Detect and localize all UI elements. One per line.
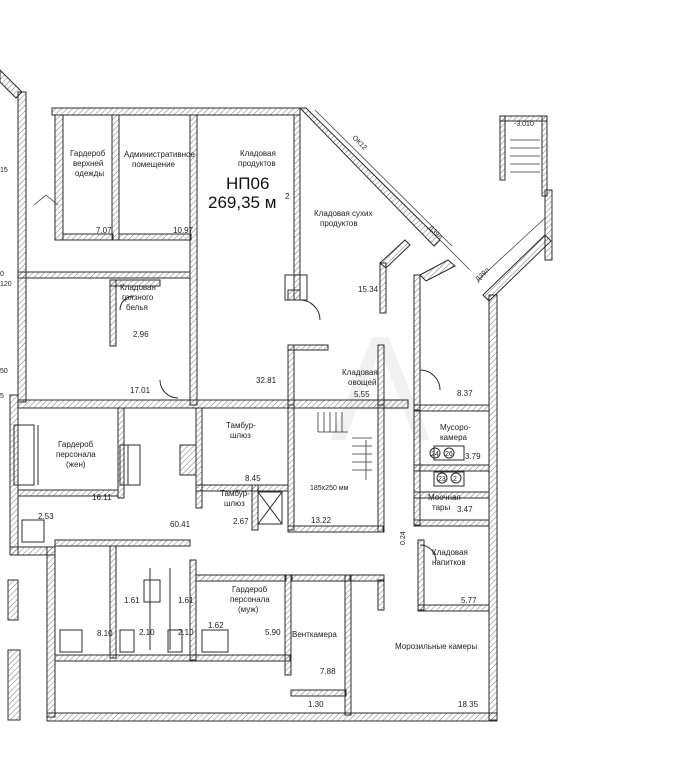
area-veg: 5.55 (354, 390, 370, 399)
label-men-3: (муж) (238, 605, 259, 614)
fixture-4: 2 (453, 476, 457, 483)
label-wash-1: Моечная (428, 493, 461, 502)
label-trash-1: Мусоро- (440, 423, 471, 432)
area-vest1: 8.45 (245, 474, 261, 483)
area-main-storage: 32.81 (256, 376, 277, 385)
axis-d39l-2: Д39л (474, 267, 491, 284)
label-veg-1: Кладовая (342, 368, 378, 377)
label-products-2: продуктов (238, 159, 276, 168)
edge-2: 0 (0, 271, 4, 278)
outer-walls (0, 69, 553, 722)
area-wc2: 1.61 (178, 596, 194, 605)
area-dirty: 2.96 (133, 330, 149, 339)
interior-walls (17, 114, 490, 716)
area-wc4: 2.10 (178, 628, 194, 637)
label-freezers: Морозильные камеры (395, 642, 477, 651)
area-corridor-right: 8.37 (457, 389, 473, 398)
edge-5: 5 (0, 393, 4, 400)
label-wardrobe-outer-3: одежды (75, 169, 104, 178)
room-labels: Гардероб верхней одежды 7.07 Администрат… (38, 149, 481, 709)
area-hall-center: 60.41 (170, 520, 191, 529)
label-admin-2: помещение (132, 160, 176, 169)
area-wc5: 1.62 (208, 621, 224, 630)
fixture-2: 26 (445, 451, 453, 458)
label-stair-note: 185х250 мм (310, 485, 349, 492)
label-vest2-2: шлюз (224, 499, 245, 508)
label-wash-2: тары (432, 503, 450, 512)
edge-fragments: 15 0 120 50 5 0.24 (0, 167, 407, 545)
area-men: 5.90 (265, 628, 281, 637)
label-dry-2: продуктов (320, 219, 358, 228)
area-shower-left: 8.10 (97, 629, 113, 638)
area-dry: 15.34 (358, 285, 379, 294)
label-women-1: Гардероб (58, 440, 94, 449)
unit-area-sup: 2 (285, 192, 290, 201)
label-products-1: Кладовая (240, 149, 276, 158)
dimension-lines (314, 109, 546, 281)
label-women-3: (жен) (66, 460, 86, 469)
area-left-hall: 17.01 (130, 386, 151, 395)
area-wash: 3.47 (457, 505, 473, 514)
area-vent: 7.88 (320, 667, 336, 676)
label-vest2-1: Тамбур- (220, 489, 250, 498)
area-trash: 3.79 (465, 452, 481, 461)
area-tiny: 1.30 (308, 700, 324, 709)
label-wardrobe-outer-2: верхней (73, 159, 103, 168)
label-vent: Венткамера (292, 630, 337, 639)
label-men-1: Гардероб (232, 585, 268, 594)
partitions (13, 274, 465, 653)
edge-1: 15 (0, 167, 8, 174)
edge-4: 50 (0, 368, 8, 375)
area-admin: 10.97 (173, 226, 194, 235)
label-men-2: персонала (230, 595, 270, 604)
area-women: 16.11 (92, 493, 112, 502)
label-veg-2: овощей (348, 378, 376, 387)
label-trash-2: камера (440, 433, 468, 442)
slope-mark: 0.24 (400, 531, 407, 545)
unit-area: 269,35 м (208, 193, 276, 212)
level-mark: -3.010 (514, 121, 534, 128)
area-vest2: 2.67 (233, 517, 249, 526)
label-wardrobe-outer-1: Гардероб (70, 149, 106, 158)
label-dirty-1: Кладовая (120, 283, 156, 292)
area-wc1: 1.61 (124, 596, 140, 605)
label-admin-1: Административное (124, 150, 195, 159)
unit-code: НП06 (226, 174, 269, 193)
label-drinks-2: напитков (432, 558, 466, 567)
fixture-1: 24 (431, 451, 439, 458)
label-dirty-3: белья (126, 303, 148, 312)
area-freezers: 18.35 (458, 700, 479, 709)
axis-ok12: ОК12 (351, 134, 368, 151)
area-drinks: 5.77 (461, 596, 477, 605)
edge-3: 120 (0, 281, 12, 288)
fixtures: 24 26 23 2 (429, 447, 462, 484)
area-stair: 13.22 (311, 516, 332, 525)
label-vest1-1: Тамбур- (226, 421, 256, 430)
label-vest1-2: шлюз (230, 431, 251, 440)
label-women-2: персонала (56, 450, 96, 459)
area-small-left: 2.53 (38, 512, 54, 521)
area-wardrobe-outer: 7.07 (96, 226, 112, 235)
label-drinks-1: Кладовая (432, 548, 468, 557)
fixture-3: 23 (438, 476, 446, 483)
area-wc3: 2.10 (139, 628, 155, 637)
stairs (33, 139, 540, 480)
label-dirty-2: грязного (122, 293, 154, 302)
label-dry-1: Кладовая сухих (314, 209, 373, 218)
